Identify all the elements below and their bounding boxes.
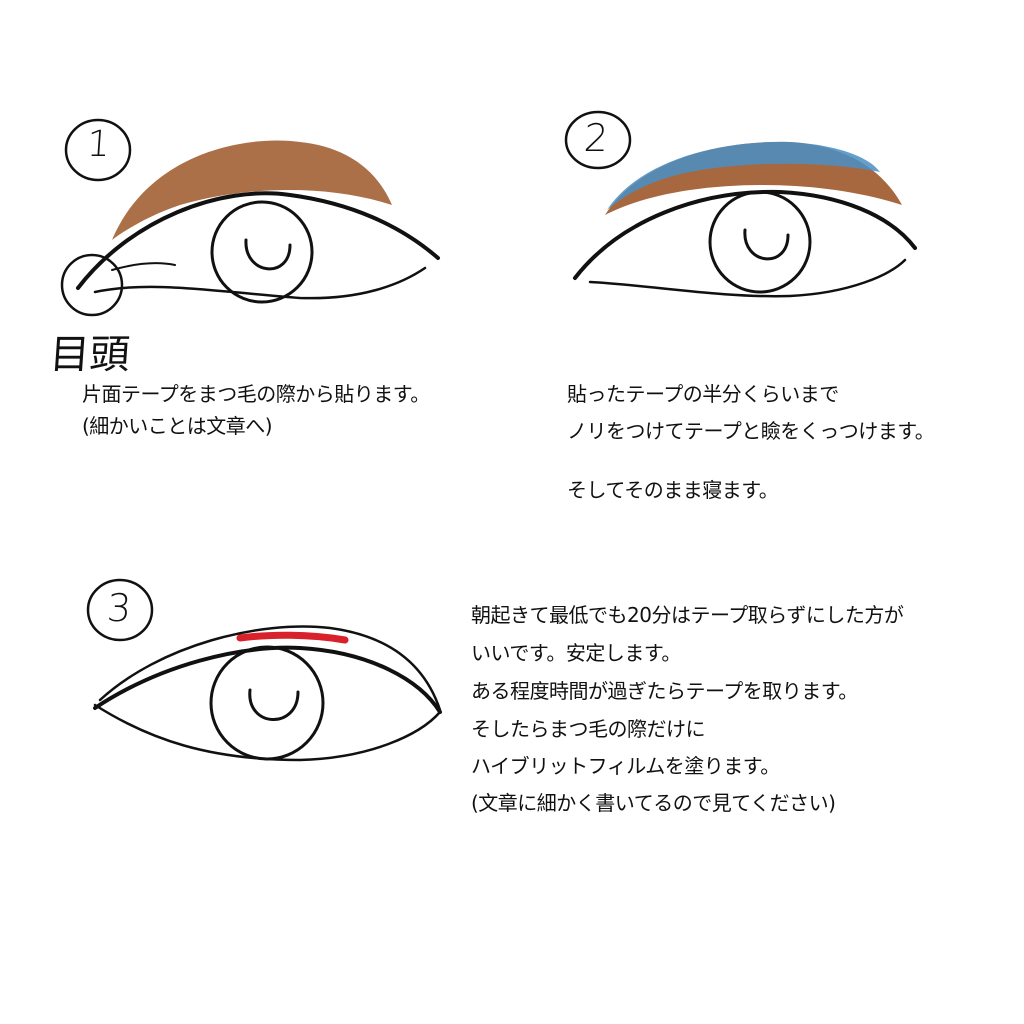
step-3-text: (文章に細かく書いてるので見てください) — [471, 791, 836, 815]
step-3-text: 朝起きて最低でも20分はテープ取らずにした方が — [471, 603, 904, 627]
iris — [210, 200, 314, 304]
iris — [708, 190, 812, 294]
tape-icon — [112, 140, 392, 240]
pupil-highlight — [244, 238, 292, 271]
step-1-number-circle — [64, 118, 132, 182]
step-1-text: 片面テープをまつ毛の際から貼ります。 — [82, 382, 430, 406]
pupil-highlight — [248, 688, 300, 721]
step-1-number: 1 — [85, 124, 112, 165]
glue-icon — [607, 141, 880, 210]
upper-lid — [573, 189, 917, 280]
step-3-number: 3 — [105, 586, 133, 630]
step-2-text: ノリをつけてテープと瞼をくっつけます。 — [567, 419, 935, 443]
film-icon — [236, 631, 349, 644]
inner-corner-marker — [60, 253, 124, 317]
step-2-text: そしてそのまま寝ます。 — [567, 478, 779, 502]
iris — [209, 645, 325, 761]
step-3-text: ある程度時間が過ぎたらテープを取ります。 — [471, 679, 858, 703]
step-2-text: 貼ったテープの半分くらいまで — [567, 382, 839, 406]
step-3-text: いいです。安定します。 — [471, 641, 681, 665]
step-3-eye-drawing — [86, 578, 442, 762]
upper-lid — [76, 191, 440, 290]
upper-lid — [93, 645, 442, 714]
step-2-number-circle — [564, 110, 632, 170]
step-3-text: ハイブリットフィルムを塗ります。 — [471, 754, 780, 778]
step-3-text: そしたらまつ毛の際だけに — [471, 717, 706, 741]
step-2-number: 2 — [582, 116, 610, 160]
step-1-text: (細かいことは文章へ) — [82, 414, 273, 438]
step-1-eye-drawing — [60, 118, 440, 317]
pupil-highlight — [743, 228, 790, 261]
step-3-number-circle — [86, 578, 154, 642]
inner-corner-label: 目頭 — [48, 332, 132, 378]
step-2-eye-drawing — [564, 110, 917, 298]
